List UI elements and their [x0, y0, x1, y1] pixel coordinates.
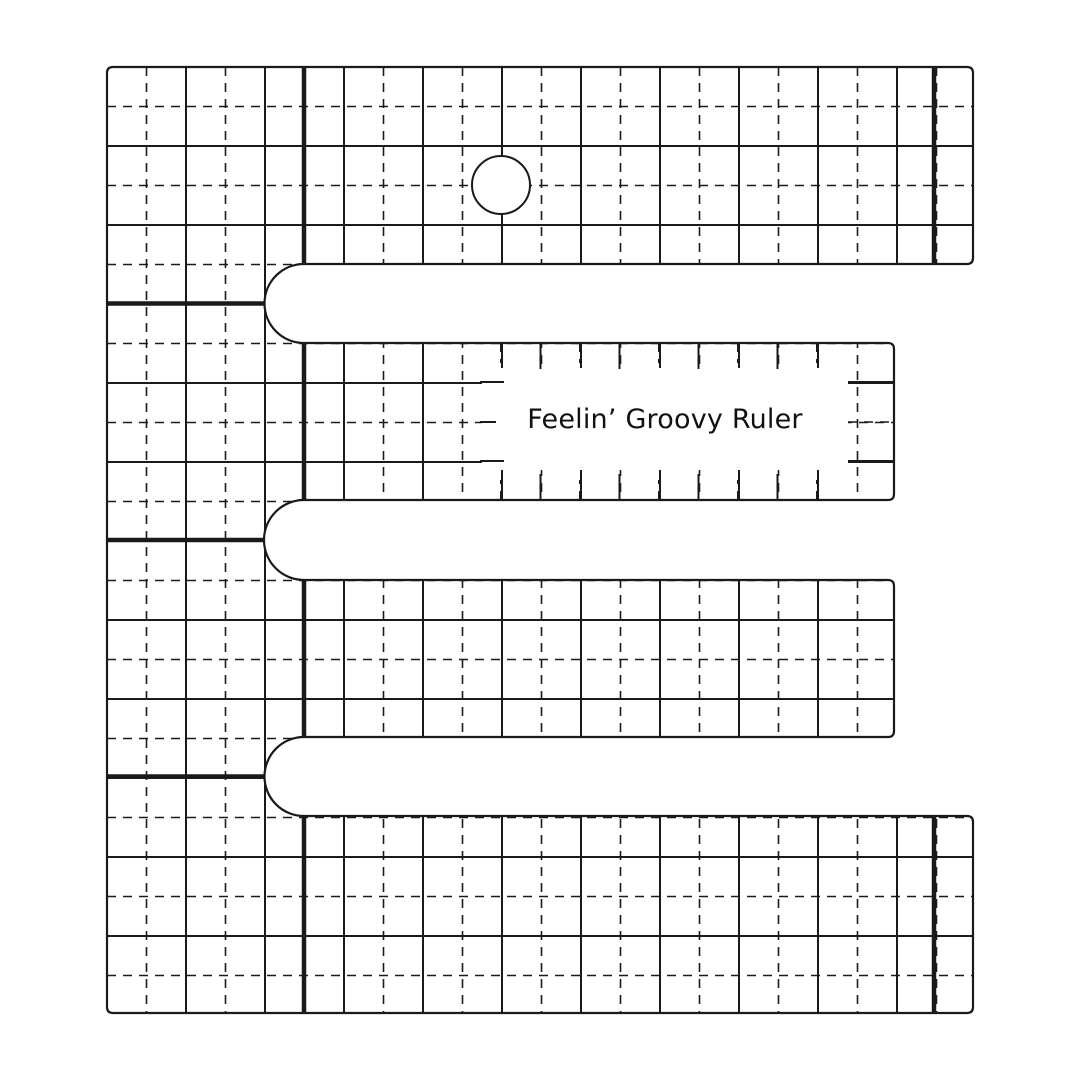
ruler-outline — [105, 65, 975, 1015]
hanging-hole-icon — [471, 155, 531, 215]
label-box — [480, 343, 894, 500]
ruler-title: Feelin’ Groovy Ruler — [527, 403, 803, 435]
heavy-guide-lines — [107, 67, 937, 1013]
